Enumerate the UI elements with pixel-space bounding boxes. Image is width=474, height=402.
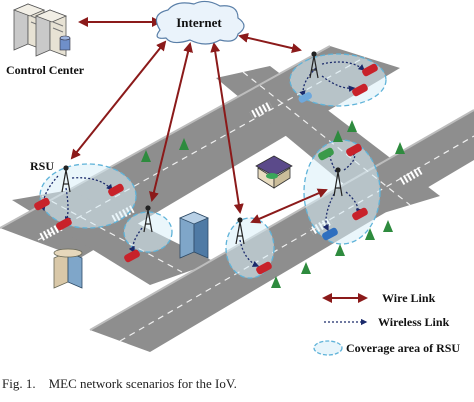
crosswalk [399,167,423,185]
legend-wireless-label: Wireless Link [378,315,450,329]
legend: Wire Link Wireless Link Coverage area of… [313,291,460,356]
coverage-area-rsu [39,163,137,229]
tree-icon [141,150,151,162]
car-icon [352,207,368,221]
crosswalk [39,223,63,241]
tree-icon [301,262,311,274]
rsu-tower-icon [143,205,153,233]
tree-icon [335,244,345,256]
rsu-label: RSU [30,159,54,173]
wire-link [250,188,328,224]
tree-icon [333,130,343,142]
wire-link [210,42,244,214]
skyscraper-icon [178,211,210,259]
wireless-link [321,75,356,92]
coverage-area-rsu [123,211,173,253]
car-icon [318,147,334,161]
lane-marking [242,71,411,206]
database-icon [59,35,71,51]
car-icon [124,249,140,263]
rsu-towers [61,51,343,245]
car-icon [346,143,362,157]
wire-link [70,40,167,160]
wireless-link [71,177,113,191]
road-right-cross [216,66,440,214]
internet-label: Internet [176,15,222,30]
trees [141,120,405,288]
wireless-link [299,67,317,98]
wireless-link [322,193,335,232]
control-center: Control Center [6,3,85,77]
wire-link [149,42,193,202]
tree-icon [365,228,375,240]
rsu-tower-icon [333,167,343,197]
car-icon [34,197,50,211]
cloud-icon [155,0,245,45]
tree-icon [179,138,189,150]
lane-marking [119,135,474,342]
crosswalk [249,101,273,119]
wireless-link [239,239,260,267]
wire-link [238,32,302,54]
tree-icon [383,220,393,232]
rsu-tower-icon [235,217,245,245]
legend-coverage-swatch [313,340,343,356]
legend-wire-label: Wire Link [382,291,436,305]
rsu-tower-icon [61,165,71,193]
house-icon [255,155,293,189]
car-icon [362,63,378,77]
car-icon [108,183,124,197]
office-building-icon [53,248,83,289]
wireless-link [39,175,59,212]
legend-coverage-label: Coverage area of RSU [346,341,460,355]
wireless-link [321,61,365,71]
tree-icon [271,276,281,288]
wire-links [70,17,328,224]
car-icon [256,261,272,275]
car-icon [298,92,313,103]
internet-cloud: Internet [155,0,245,45]
figure-caption: Fig. 1. MEC network scenarios for the Io… [2,376,237,391]
coverage-area-rsu [303,139,381,245]
car-icon [352,83,368,97]
buildings [53,155,293,289]
car-icon [322,227,338,241]
car-icon [56,217,72,231]
wireless-link [128,227,143,254]
control-center-label: Control Center [6,63,85,77]
tree-icon [347,120,357,132]
vehicles [34,63,378,275]
tree-icon [395,142,405,154]
rsu-tower-icon [309,51,319,79]
